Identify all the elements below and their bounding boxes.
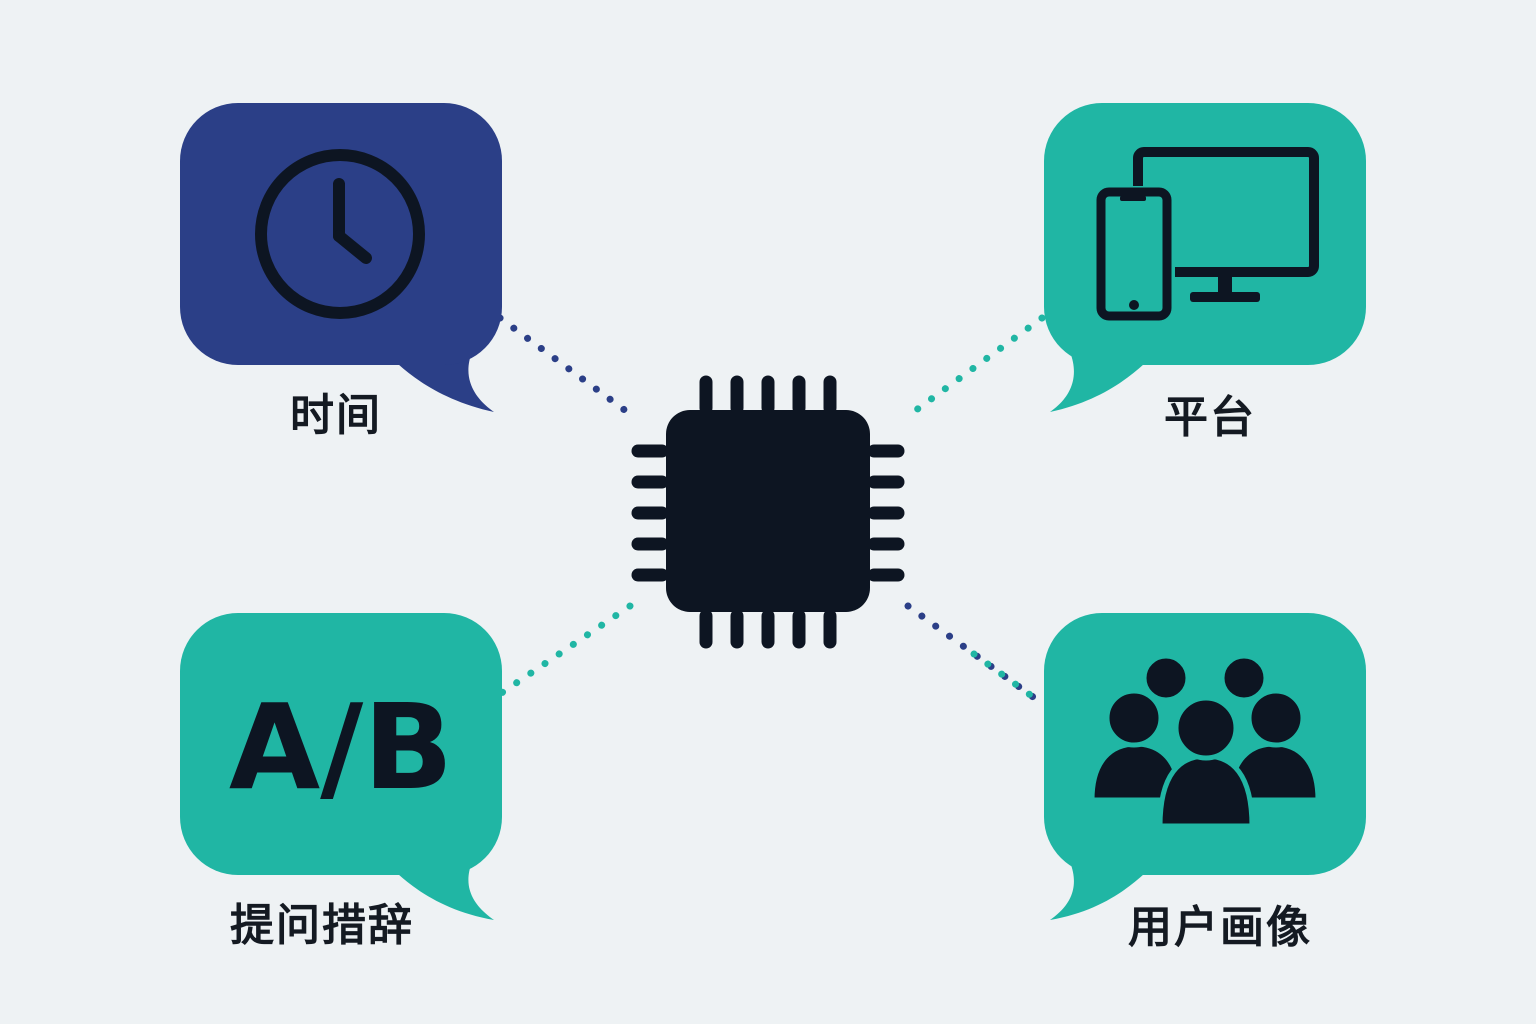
bubble-persona [1044,613,1366,920]
connector-time [496,314,634,418]
label-persona: 用户画像 [1128,902,1312,953]
devices-icon [1093,147,1319,322]
bubble-prompt: A/B [180,613,502,920]
label-prompt: 提问措辞 [230,900,414,951]
bubble-time [180,103,502,412]
bubble-platform [1044,103,1366,412]
label-platform: 平台 [1164,392,1256,443]
clock-icon [255,149,425,319]
chip-icon [631,375,905,649]
connector-persona [904,602,1044,706]
users-group-icon [1089,653,1321,829]
ab-test-icon: A/B [229,678,453,816]
connector-prompt [496,602,634,698]
connector-platform [904,314,1046,420]
label-time: 时间 [290,390,382,441]
